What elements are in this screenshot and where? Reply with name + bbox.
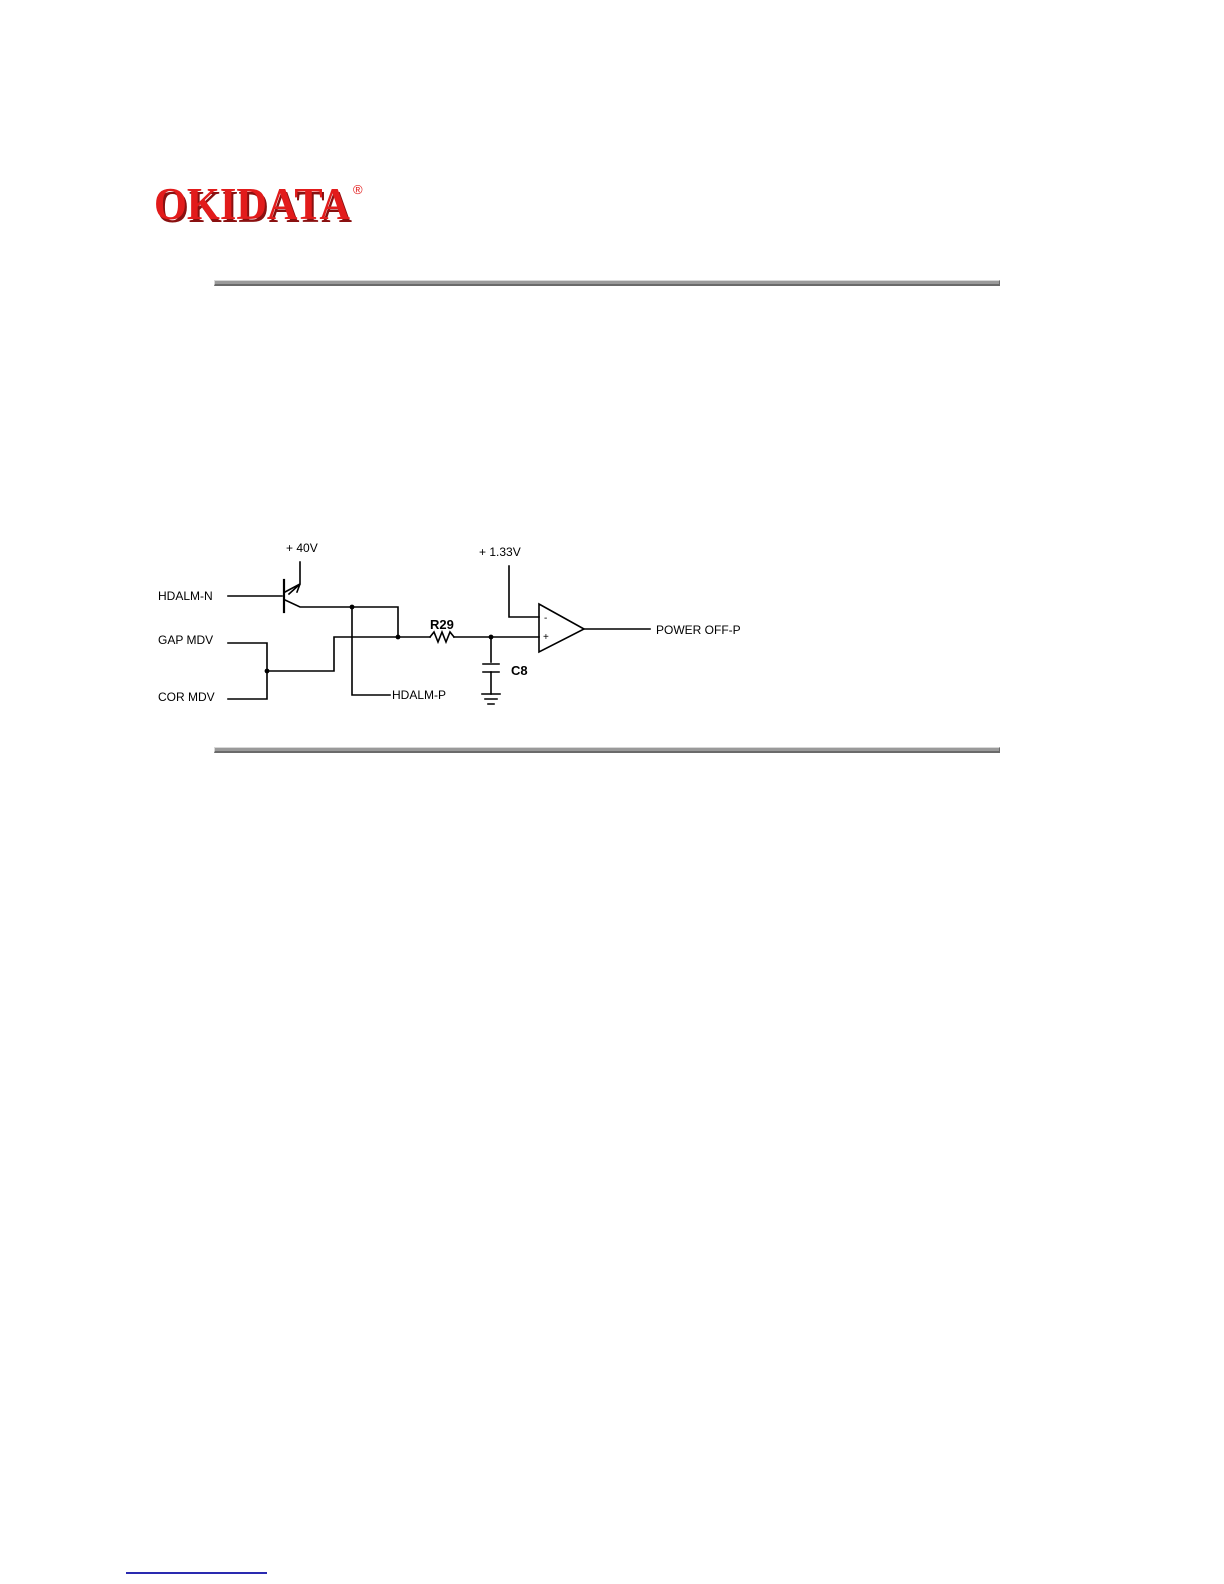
r29-resistor — [430, 632, 454, 642]
logo-wordmark: OKIDATA — [154, 178, 350, 229]
junction-dot — [489, 635, 494, 640]
junction-dot — [396, 635, 401, 640]
supply-40v-label: + 40V — [286, 541, 318, 555]
supply-133v-label: + 1.33V — [479, 545, 521, 559]
power-off-label: POWER OFF-P — [656, 623, 741, 637]
hdalm-p-label: HDALM-P — [392, 688, 446, 702]
transistor-collector-wire — [285, 600, 398, 637]
transistor-emitter-wire — [285, 562, 300, 592]
opamp-minus-label: - — [544, 613, 547, 624]
gap-mdv-wire — [228, 643, 267, 699]
junction-dot — [265, 669, 270, 674]
top-divider — [214, 280, 1000, 286]
power-off-circuit-schematic: + 40V + 1.33V HDALM-N GAP MDV COR MDV HD… — [150, 530, 770, 720]
r29-label: R29 — [430, 617, 454, 632]
hdalm-p-wire — [352, 607, 390, 695]
hdalm-n-label: HDALM-N — [158, 589, 213, 603]
opamp-symbol — [539, 604, 584, 652]
cor-mdv-label: COR MDV — [158, 690, 215, 704]
reference-wire — [509, 566, 539, 617]
footer-link[interactable] — [126, 1572, 267, 1574]
gap-mdv-label: GAP MDV — [158, 633, 213, 647]
c8-label: C8 — [511, 663, 528, 678]
gap-cor-junction-wire — [267, 637, 430, 671]
okidata-logo: OKIDATA OKIDATA ® — [150, 176, 380, 236]
junction-dot — [350, 605, 355, 610]
ground-symbol — [482, 694, 500, 704]
registered-mark: ® — [353, 182, 363, 197]
opamp-plus-label: + — [543, 632, 549, 643]
bottom-divider — [214, 747, 1000, 753]
